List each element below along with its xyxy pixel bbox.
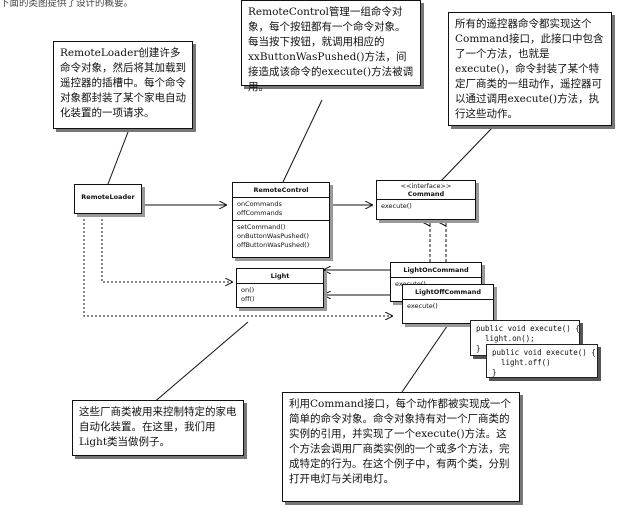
note-remote-control: RemoteControl管理一组命令对象，每个按钮都有一个命令对象。每当按下按…	[241, 0, 421, 93]
class-name: Light	[237, 269, 323, 284]
class-command-interface: <<interface>> Command execute()	[376, 180, 476, 220]
class-remote-control: RemoteControl onCommands offCommands set…	[232, 182, 330, 258]
method: on()	[241, 286, 255, 294]
class-light: Light on() off()	[236, 268, 324, 308]
method-list: on() off()	[237, 284, 323, 306]
method: off()	[241, 295, 255, 303]
note-concrete-commands: 利用Command接口，每个动作都被实现成一个简单的命令对象。命令对象持有对一个…	[282, 392, 520, 502]
attribute: offCommands	[237, 209, 283, 217]
stereotype: <<interface>>	[400, 182, 452, 190]
code-snippet-light-off: public void execute() { light.off() }	[486, 344, 598, 378]
class-name: RemoteControl	[233, 183, 329, 198]
method: onButtonWasPushed()	[237, 232, 309, 240]
attribute-list: onCommands offCommands	[233, 198, 329, 221]
note-remote-loader: RemoteLoader创建许多命令对象，然后将其加载到遥控器的插槽中。每个命令…	[53, 41, 193, 129]
method: offButtonWasPushed()	[237, 241, 310, 249]
note-light: 这些厂商类被用来控制特定的家电自动化装置。在这里，我们用Light类当做例子。	[72, 400, 244, 456]
class-name: LightOnCommand	[391, 263, 481, 278]
class-light-off-command: LightOffCommand execute()	[402, 284, 494, 324]
method: execute()	[407, 302, 438, 310]
method: setCommand()	[237, 223, 286, 231]
class-name: LightOffCommand	[403, 285, 493, 300]
note-command: 所有的遥控器命令都实现这个Command接口，此接口中包含了一个方法，也就是ex…	[448, 12, 612, 126]
attribute: onCommands	[237, 200, 282, 208]
method: execute()	[381, 202, 412, 210]
class-name: RemoteLoader	[81, 193, 135, 201]
method-list: setCommand() onButtonWasPushed() offButt…	[233, 221, 329, 252]
top-caption: 下面的类图提供了设计的概要。	[0, 0, 134, 9]
class-header: <<interface>> Command	[377, 181, 475, 200]
class-remote-loader: RemoteLoader	[74, 184, 142, 214]
class-name: Command	[407, 190, 445, 198]
